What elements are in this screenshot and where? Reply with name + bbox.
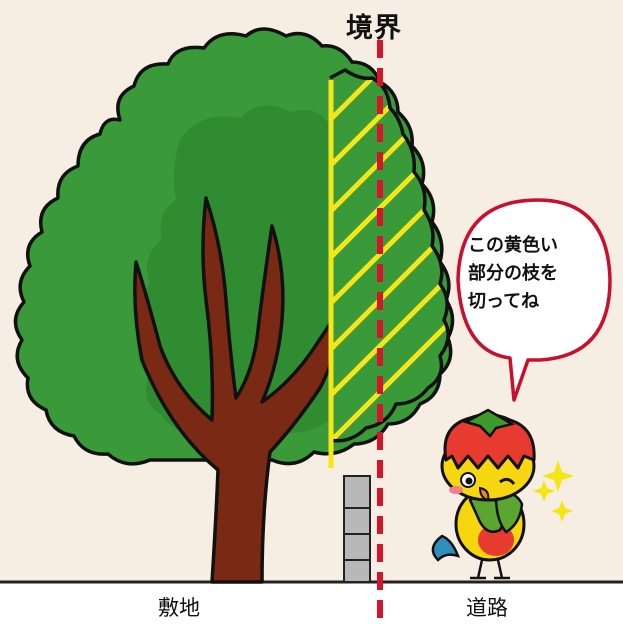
sparkle-icon [533, 460, 574, 522]
mascot-character [431, 408, 536, 580]
ground-strip [0, 582, 623, 626]
boundary-title: 境界 [346, 13, 402, 44]
speech-line-2: 部分の枝を [468, 263, 558, 284]
hatched-area-outline [329, 68, 450, 443]
lot-label: 敷地 [158, 596, 200, 620]
speech-bubble [456, 198, 612, 402]
speech-line-3: 切ってね [468, 291, 540, 312]
speech-line-1: この黄色い [468, 235, 558, 256]
block-wall [343, 475, 371, 583]
road-label: 道路 [466, 596, 508, 620]
speech-bubble-text: この黄色い 部分の枝を 切ってね [468, 232, 608, 316]
